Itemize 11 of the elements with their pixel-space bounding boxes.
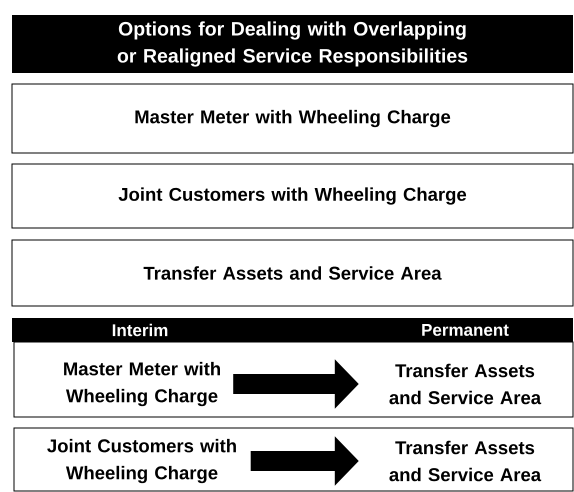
option-text: Master Meter with Wheeling Charge [64,362,220,406]
title-band: Options for Dealing with Overlapping or Realigned Service Responsibilities [12,15,573,73]
option-text: Joint Customers with Wheeling Charge [47,438,236,484]
option-box: Master Meter with Wheeling Charge [12,84,574,154]
option-text: Transfer Assets and Service Area [389,364,542,404]
row-box [14,342,574,418]
row-box [14,428,574,492]
option-box: Joint Customers with Wheeling Charge [12,164,574,228]
option-text: Transfer Assets and Service Area [389,440,542,482]
header-band: Interim Permanent [12,318,573,342]
option-box: Transfer Assets and Service Area [12,240,574,306]
